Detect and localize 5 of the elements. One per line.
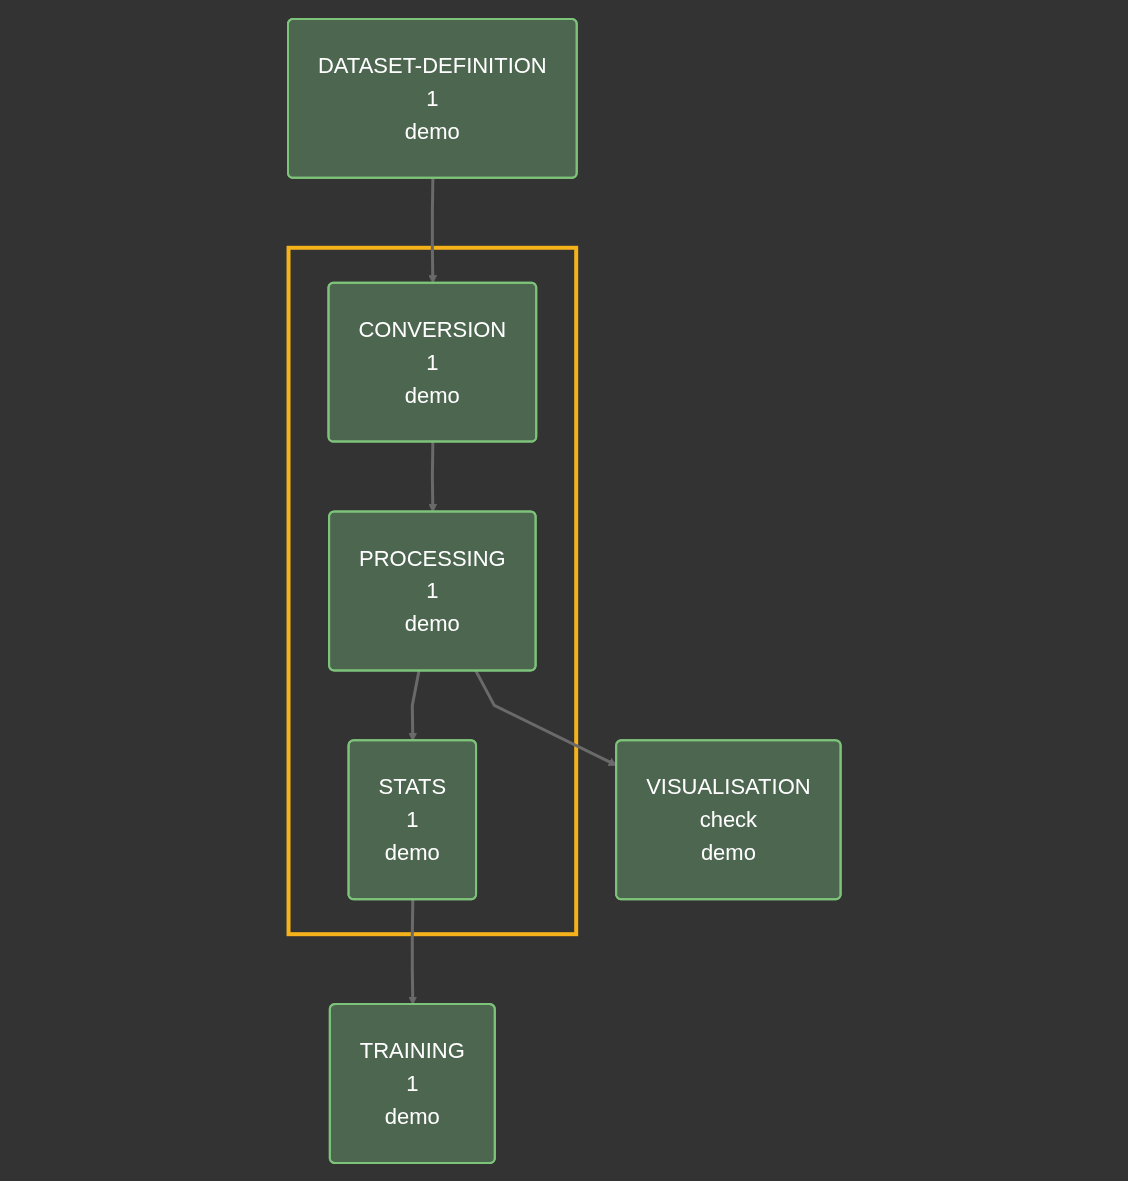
- cluster: [286, 245, 578, 936]
- arrow: [428, 177, 437, 284]
- arrow: [408, 670, 421, 741]
- arrow: [428, 441, 437, 512]
- arrow: [408, 899, 417, 1005]
